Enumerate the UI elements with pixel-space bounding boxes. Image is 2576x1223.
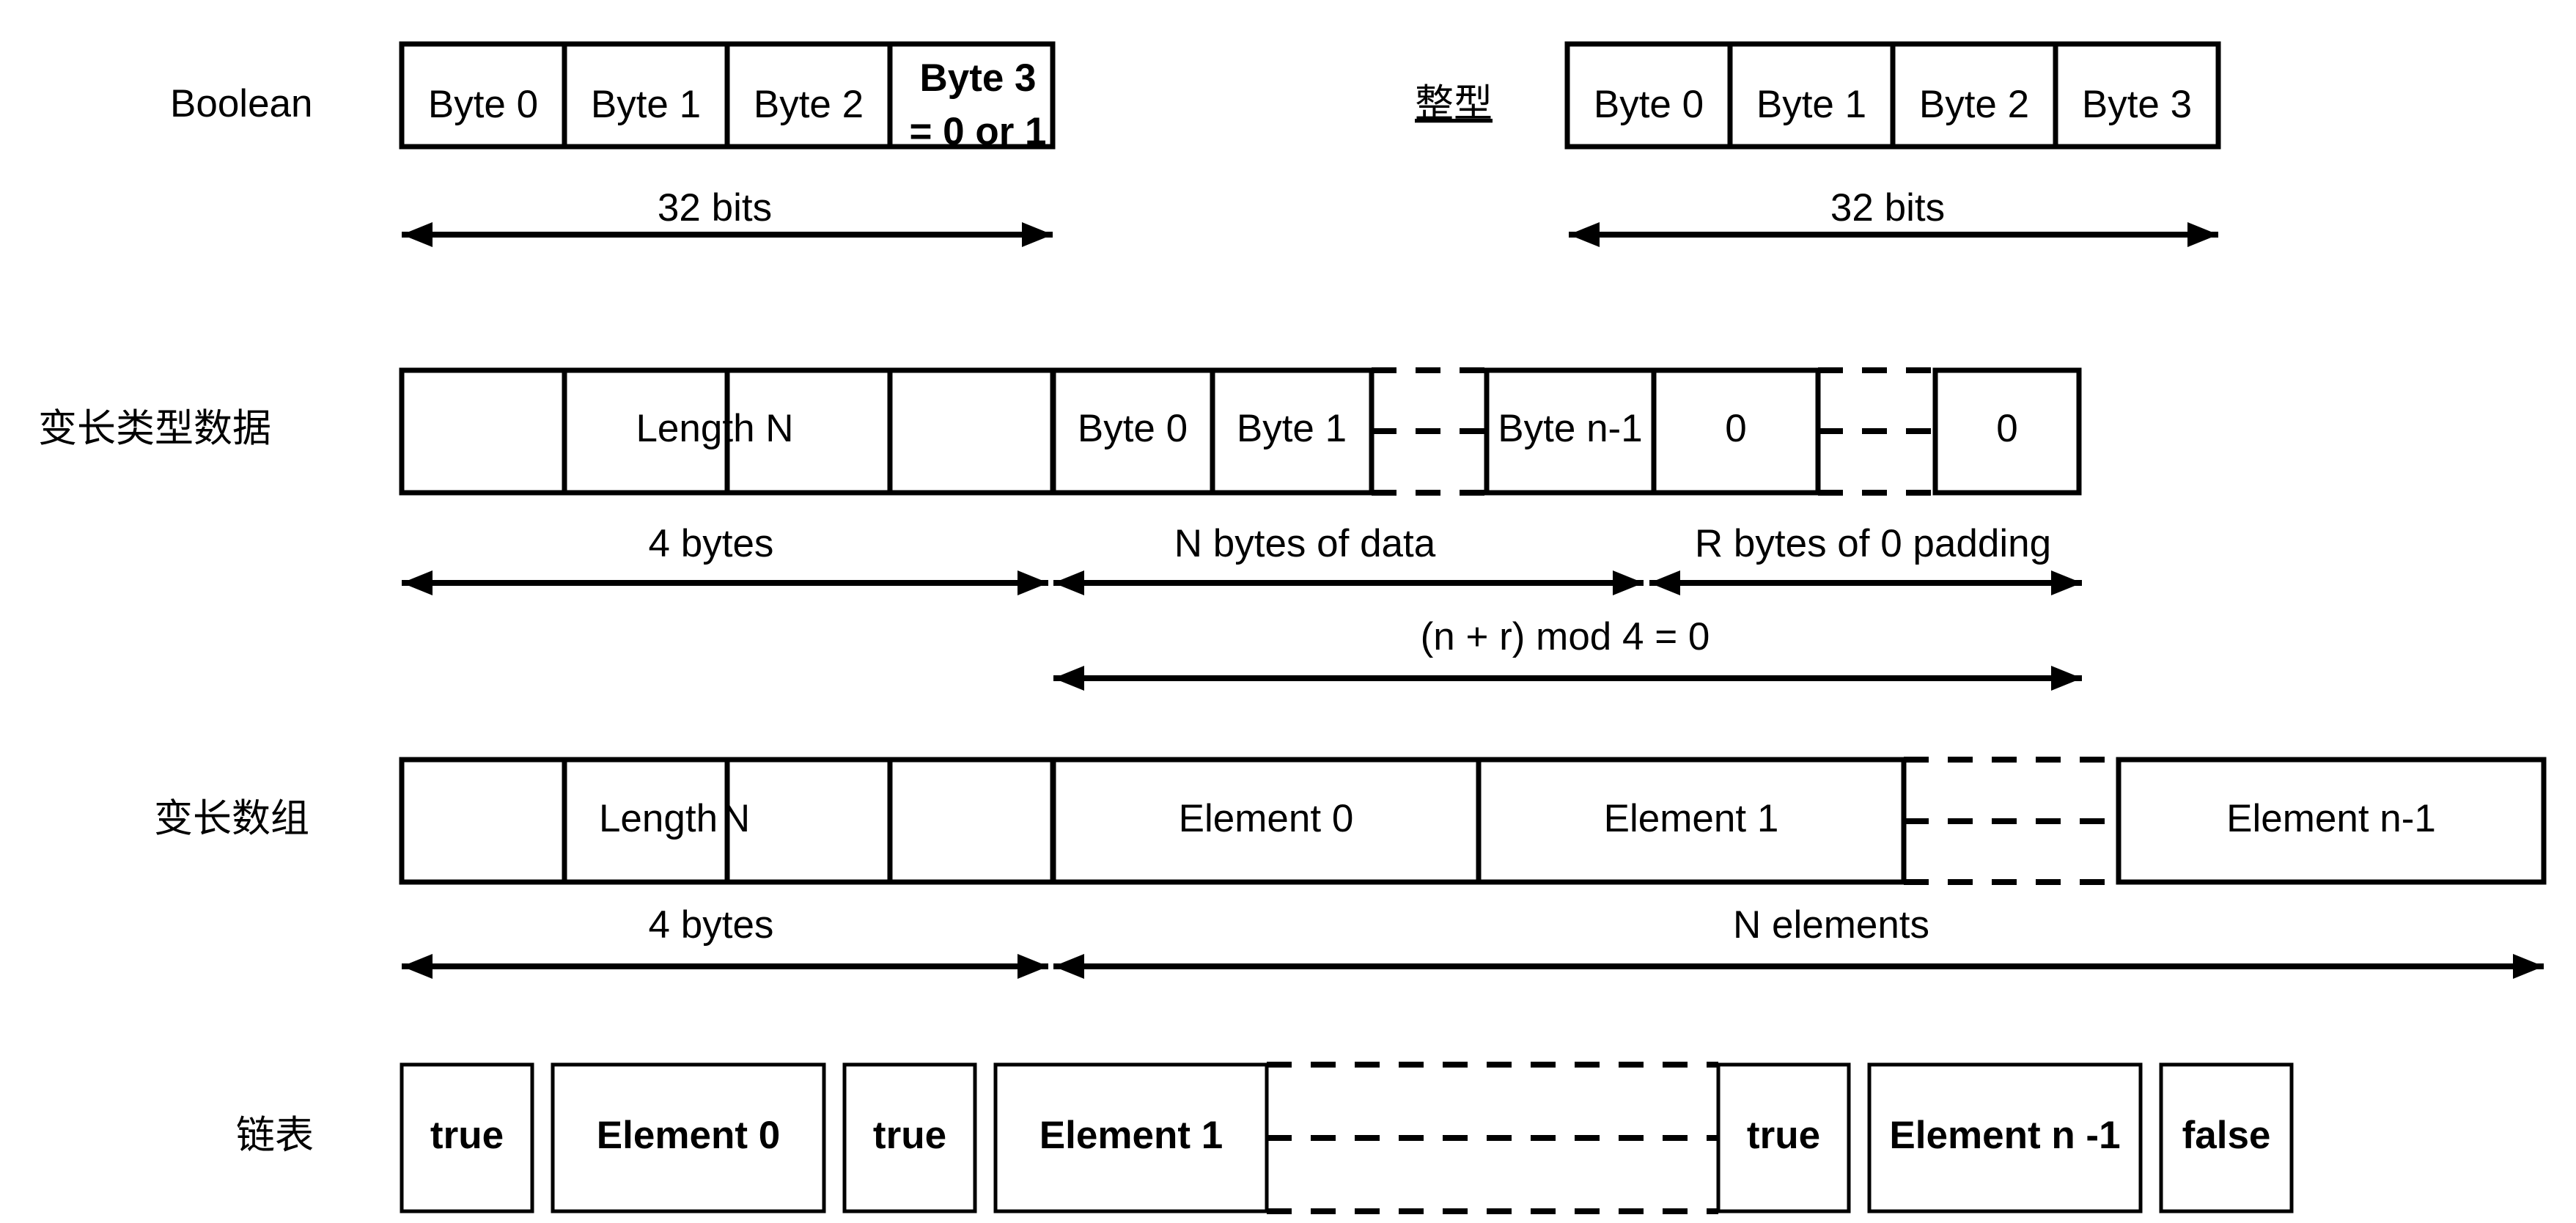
ll-node-element1-label: Element 1 <box>1039 1114 1223 1157</box>
vla-length-label-part2: N <box>722 797 750 840</box>
ll-node-elementn1-label: Element n -1 <box>1889 1114 2120 1157</box>
ll-node-element0-box <box>551 1062 826 1213</box>
vla-length-cell-1 <box>562 757 730 885</box>
ll-node-true-2-box <box>1716 1062 1851 1213</box>
vld-length-cell-1 <box>562 367 730 496</box>
vld-arrow-padding <box>1649 570 2082 595</box>
vld-arrow-formula <box>1053 666 2082 691</box>
ll-node-elementn1-box <box>1867 1062 2143 1213</box>
vla-measure-nelements-label: N elements <box>1733 903 1929 947</box>
ll-node-true-1-box <box>842 1062 977 1213</box>
vld-data-byte1-label: Byte 1 <box>1237 407 1347 450</box>
ll-node-true-1-label: true <box>873 1114 946 1157</box>
vld-data-byten1-label: Byte n-1 <box>1498 407 1642 450</box>
integer-byte0-box <box>1564 41 1733 150</box>
boolean-byte1-box <box>562 41 730 150</box>
integer-measure-arrow <box>1569 222 2218 247</box>
vld-data-ellipsis <box>1372 367 1487 496</box>
vld-padding-label-0: 0 <box>1725 407 1746 450</box>
ll-node-true-0-box <box>400 1062 534 1213</box>
vla-element0-label: Element 0 <box>1179 797 1354 840</box>
ll-node-true-2-label: true <box>1747 1114 1820 1157</box>
vld-data-byte0-label: Byte 0 <box>1078 407 1188 450</box>
boolean-measure-label: 32 bits <box>658 186 772 229</box>
vld-measure-padding-label: R bytes of 0 padding <box>1695 522 2051 565</box>
vla-elements-ellipsis <box>1904 757 2119 885</box>
row-label-linked-list: 链表 <box>236 1114 314 1157</box>
vld-measure-4bytes-label: 4 bytes <box>649 522 774 565</box>
vld-arrow-ndata <box>1053 570 1644 595</box>
integer-byte1-box <box>1727 41 1896 150</box>
boolean-byte3-label-line1: Byte 3 <box>919 56 1036 100</box>
vla-arrow-4bytes <box>402 954 1048 979</box>
vld-padding-label-1: 0 <box>1996 407 2017 450</box>
boolean-byte3-label-line2: = 0 or 1 <box>909 110 1046 153</box>
vld-formula-label: (n + r) mod 4 = 0 <box>1421 615 1710 658</box>
vla-arrow-nelements <box>1053 954 2544 979</box>
ll-node-false-box <box>2159 1062 2294 1213</box>
vla-elementn1-box <box>2116 757 2547 885</box>
integer-measure-label: 32 bits <box>1830 186 1945 229</box>
integer-byte1-label: Byte 1 <box>1756 83 1866 126</box>
row-label-boolean: Boolean <box>170 82 313 125</box>
ll-node-true-0-label: true <box>430 1114 504 1157</box>
vla-element1-label: Element 1 <box>1604 797 1779 840</box>
vld-arrow-4bytes <box>402 570 1048 595</box>
boolean-byte0-box <box>399 41 567 150</box>
ll-node-false-label: false <box>2182 1114 2271 1157</box>
vld-data-byte1-box <box>1210 367 1375 496</box>
integer-byte0-label: Byte 0 <box>1594 83 1704 126</box>
boolean-byte2-box <box>724 41 893 150</box>
vld-padding-box-1 <box>1932 367 2082 496</box>
row-label-integer: 整型 <box>1415 82 1493 125</box>
vld-data-byte0-box <box>1050 367 1215 496</box>
ll-node-element1-box <box>993 1062 1269 1213</box>
vla-length-label-part1: Length <box>599 797 718 840</box>
row-label-variable-length-array: 变长数组 <box>154 797 309 840</box>
vld-length-cell-0 <box>399 367 567 496</box>
boolean-measure-arrow <box>402 222 1053 247</box>
integer-byte3-box <box>2053 41 2221 150</box>
boolean-byte1-label: Byte 1 <box>591 83 701 126</box>
vld-length-label: Length N <box>636 407 793 450</box>
vla-elementn1-label: Element n-1 <box>2226 797 2436 840</box>
ll-node-element0-label: Element 0 <box>597 1114 780 1157</box>
vla-element1-box <box>1476 757 1907 885</box>
ll-ellipsis <box>1267 1062 1718 1214</box>
row-label-variable-length-data: 变长类型数据 <box>38 407 271 450</box>
boolean-byte0-label: Byte 0 <box>428 83 538 126</box>
vld-length-cell-3 <box>887 367 1056 496</box>
vla-measure-4bytes-label: 4 bytes <box>649 903 774 947</box>
vld-padding-ellipsis <box>1818 367 1935 496</box>
boolean-byte2-label: Byte 2 <box>754 83 864 126</box>
vla-length-cell-3 <box>887 757 1056 885</box>
vla-length-cell-0 <box>399 757 567 885</box>
boolean-byte3-box <box>887 41 1056 150</box>
vld-measure-ndata-label: N bytes of data <box>1174 522 1436 565</box>
integer-byte2-label: Byte 2 <box>1919 83 2029 126</box>
vld-length-cell-2 <box>724 367 893 496</box>
vld-data-byten1-box <box>1484 367 1657 496</box>
integer-byte3-label: Byte 3 <box>2082 83 2192 126</box>
vla-length-cell-2 <box>724 757 893 885</box>
